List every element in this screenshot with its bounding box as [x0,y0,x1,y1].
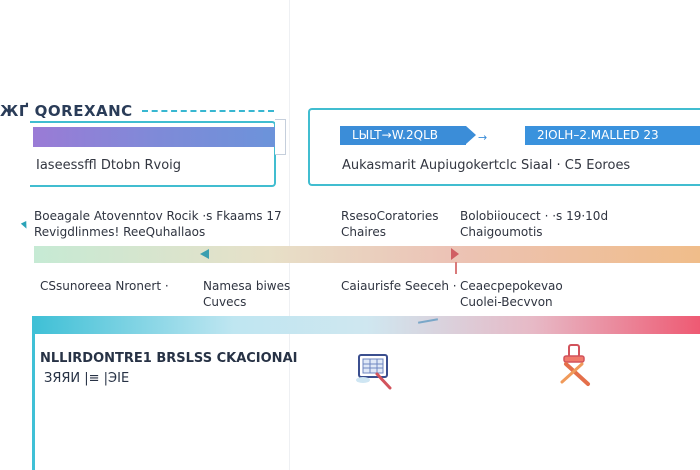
timeline-label-line: CSsunoreea Nronert · [40,279,169,293]
cursor-mark-icon [20,221,30,230]
left-card-gradient-bar [33,127,277,147]
timeline-label-above-2: RsesoCoratories Chaires [341,208,439,240]
small-arrow-icon: → [478,131,488,144]
tool-wrench-icon-svg [560,344,590,386]
timeline-band [34,246,700,263]
timeline-label-below-4: Ceaecpepokevao Cuolei-Becvvon [460,278,563,310]
footer-subtitle: ЗЯЯИ |≡ |ЭIЕ [44,371,130,386]
page-title: ЖҐ QOREXANC [0,102,133,120]
timeline-label-line: Chaires [341,225,386,239]
timeline-label-line: Revigdlinmes! ReeQuhallaos [34,225,206,239]
timeline-label-line: RsesoCoratories [341,209,439,223]
search-monitor-icon [350,350,398,398]
timeline-label-line: Bolobiioucect · ·s 19·10d [460,209,609,223]
pill-arrow-icon [466,126,476,144]
timeline-label-below-3: Caiaurisfe Seeceh · [341,278,457,294]
timeline-label-line: Namesa biwes [203,279,291,293]
timeline-label-below-1: CSsunoreea Nronert · [40,278,169,294]
guide-line [289,0,290,470]
right-card-pill-2: 2IOLH–2.MALLED 23 [525,126,700,145]
bottom-left-edge [32,316,35,470]
right-card-pill-1: LЫLT→W.2QLB [340,126,466,145]
timeline-label-line: Ceaecpepokevao [460,279,563,293]
search-monitor-icon-svg [356,354,392,390]
right-card-text: Aukasmarit Aupiugokertclc Siaal · C5 Eor… [342,158,631,173]
left-card-arrow-icon [263,127,277,147]
timeline-label-line: Caiaurisfe Seeceh · [341,279,457,293]
timeline-label-below-2: Namesa biwes Cuvecs [203,278,290,310]
timeline-label-line: Cuvecs [203,295,247,309]
timeline-marker-left-icon [200,249,209,259]
timeline-label-line: Cuolei-Becvvon [460,295,553,309]
bottom-gradient-bar [34,316,700,334]
left-card-text: Iaseessffl Dtobn Rvoig [36,158,182,173]
timeline-marker-right-icon [451,248,459,260]
left-card-tab [275,119,286,155]
title-dashed-rule [142,110,274,112]
tool-wrench-icon [552,342,600,390]
timeline-label-above-1: Boeagale Atovenntov Rocik ·s Fkaams 17 R… [34,208,282,240]
footer-title: NLLIRDONTRE1 BRSLSS CKACIONAI [40,351,298,366]
timeline-tick [455,262,457,274]
timeline-label-above-3: Bolobiioucect · ·s 19·10d Chaigoumotis [460,208,608,240]
right-card [308,108,700,186]
timeline-label-line: Chaigoumotis [460,225,543,239]
timeline-label-line: Boeagale Atovenntov Rocik ·s Fkaams 17 [34,209,282,223]
